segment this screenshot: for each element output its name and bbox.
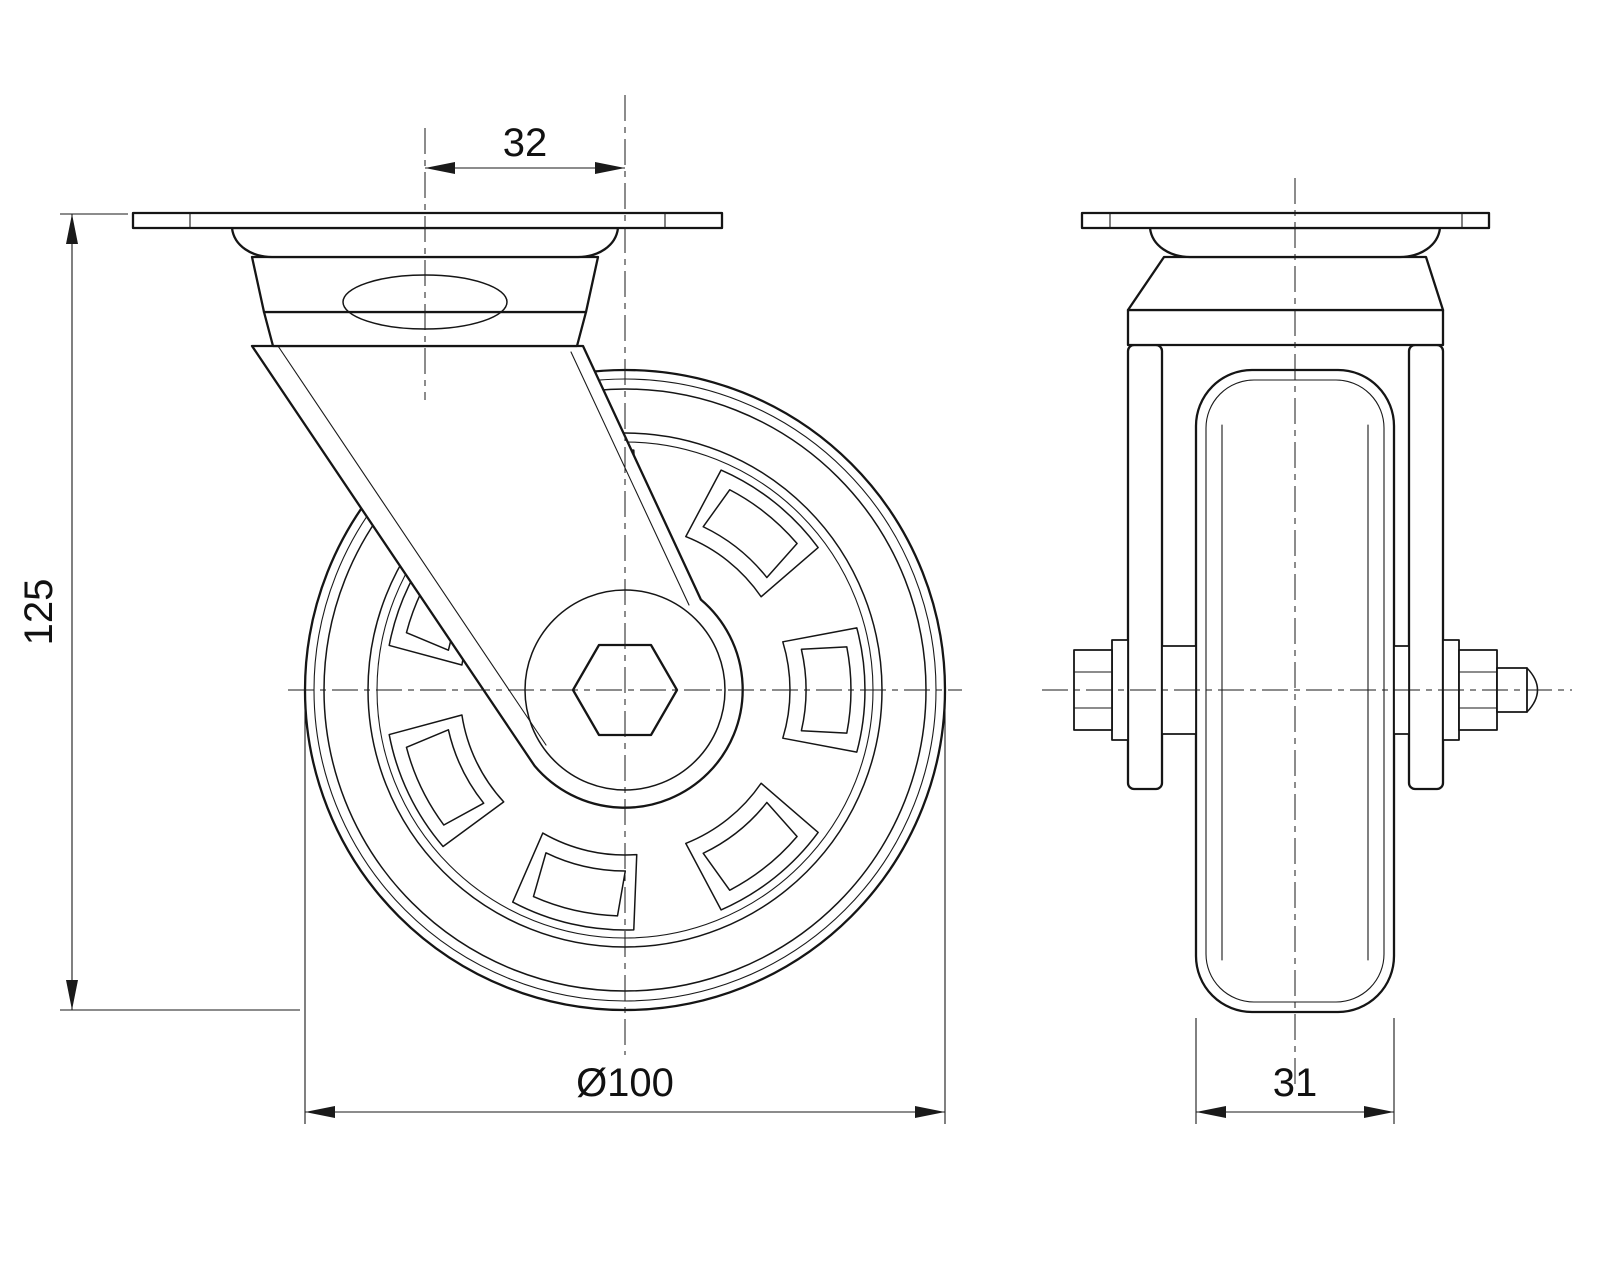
spoke-opening xyxy=(510,829,652,939)
arrowhead xyxy=(66,980,78,1010)
fork-leg-left xyxy=(1126,343,1164,791)
fork-edge-detail-right xyxy=(570,351,690,606)
spoke-opening xyxy=(674,462,824,607)
spoke-opening xyxy=(674,773,824,918)
front-view xyxy=(131,211,947,1012)
fork-edge-detail-left xyxy=(277,345,547,746)
plate-side-outline xyxy=(1080,211,1491,230)
fork-crown xyxy=(1126,308,1445,347)
fork-outline xyxy=(250,344,744,809)
dimension-value: Ø100 xyxy=(576,1061,674,1105)
dimension-value: 32 xyxy=(503,121,548,165)
plate-outline xyxy=(131,211,724,230)
spoke-opening xyxy=(381,701,511,851)
side-view xyxy=(1073,211,1539,1014)
dimensions: 32 125 Ø100 31 xyxy=(17,121,1395,1124)
mounting-plate-side xyxy=(1080,211,1491,230)
wheel-side-inner-contour xyxy=(1205,379,1385,1003)
dimension-wheel-width: 31 xyxy=(1195,1018,1395,1124)
arrowhead xyxy=(915,1106,945,1118)
swivel-race xyxy=(230,226,620,259)
arrowhead xyxy=(595,162,625,174)
centerlines xyxy=(288,95,1572,1088)
dimension-wheel-diameter: Ø100 xyxy=(304,694,946,1124)
arrowhead xyxy=(1364,1106,1394,1118)
dimension-value: 125 xyxy=(17,579,61,646)
dimension-value: 31 xyxy=(1273,1061,1318,1105)
arrowhead xyxy=(1196,1106,1226,1118)
arrowhead xyxy=(425,162,455,174)
housing-cone-side xyxy=(1126,255,1445,312)
mounting-plate-front xyxy=(131,211,724,230)
arrowhead xyxy=(305,1106,335,1118)
fork-leg-right xyxy=(1407,343,1445,791)
arrowhead xyxy=(66,214,78,244)
dimension-plate-offset: 32 xyxy=(425,121,625,174)
dimension-overall-height: 125 xyxy=(17,213,300,1011)
